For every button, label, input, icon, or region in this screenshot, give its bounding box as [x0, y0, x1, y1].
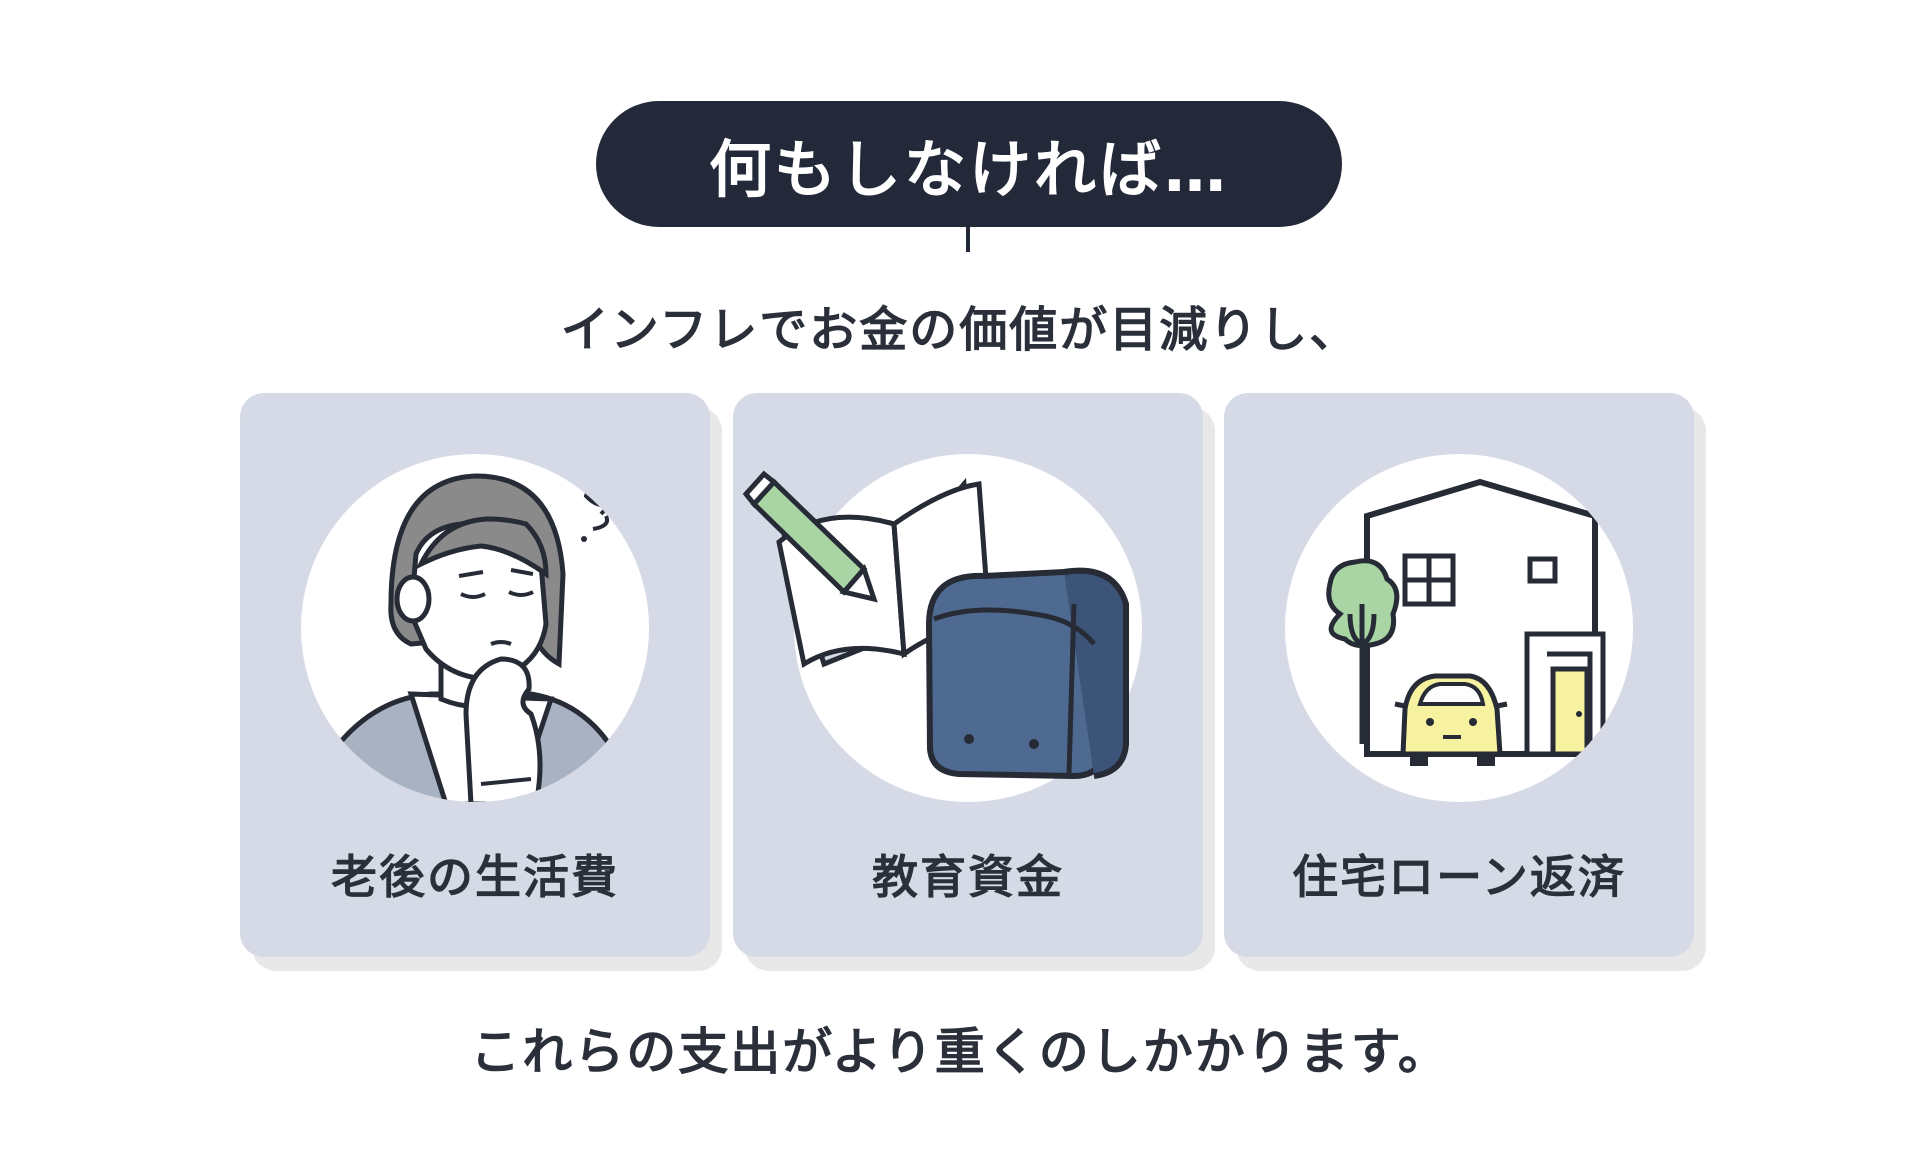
intro-text: インフレでお金の価値が目減りし、 [560, 302, 1360, 358]
illustration-circle [301, 454, 649, 802]
connector-line [966, 227, 970, 252]
headline-title: 何もしなければ… [708, 133, 1229, 206]
card-label: 教育資金 [872, 850, 1064, 904]
illustration-circle [742, 454, 1142, 802]
headline-pill: 何もしなければ… [596, 101, 1342, 227]
illustration-circle [1285, 454, 1633, 802]
school-bag-notebook-icon [742, 470, 1129, 780]
thinking-person-icon [320, 473, 624, 802]
card-label: 老後の生活費 [331, 850, 619, 904]
outro-text: これらの支出がより重くのしかかります。 [470, 1023, 1450, 1081]
card-retirement: 老後の生活費 [240, 393, 710, 957]
card-label: 住宅ローン返済 [1292, 850, 1626, 904]
house-car-icon [1326, 478, 1606, 766]
card-education: 教育資金 [733, 393, 1203, 957]
card-housing-loan: 住宅ローン返済 [1224, 393, 1694, 957]
